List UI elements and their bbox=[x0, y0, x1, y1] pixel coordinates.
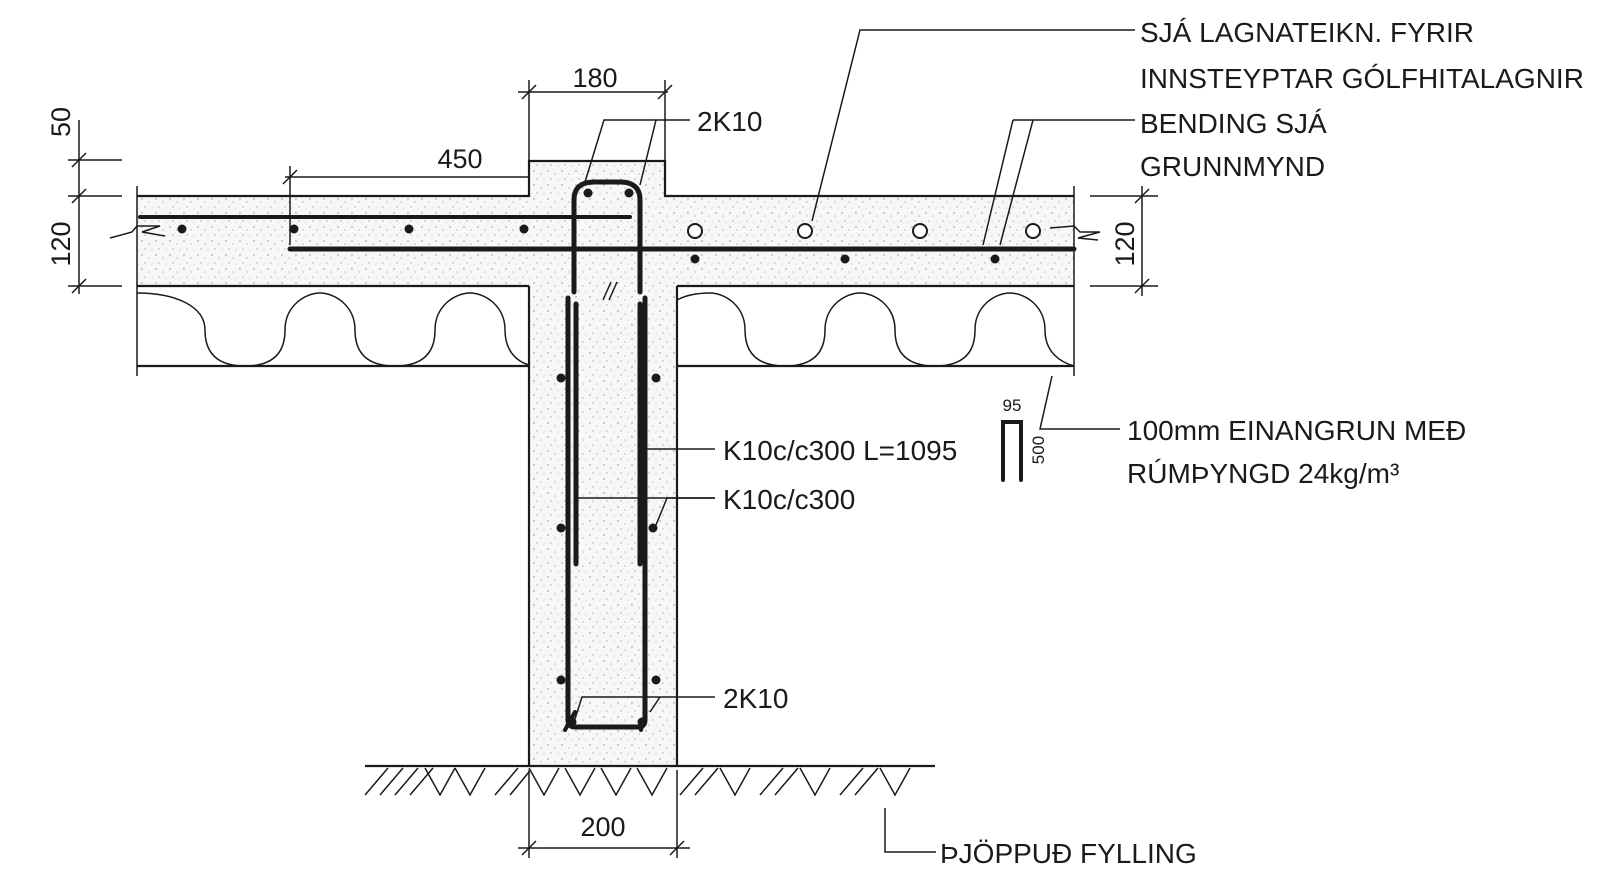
heating-pipe bbox=[797, 223, 813, 239]
ground-line bbox=[364, 764, 935, 797]
stirrup-shape-symbol: 95 500 bbox=[1001, 396, 1048, 482]
dim-slab-offset: 450 bbox=[437, 144, 482, 174]
stirrup-width-label: 95 bbox=[1003, 396, 1022, 415]
dim-beam-width: 180 bbox=[572, 63, 617, 93]
insulation-layer bbox=[136, 292, 1075, 368]
heating-note-line2: INNSTEYPTAR GÓLFHITALAGNIR bbox=[1140, 63, 1584, 94]
heating-pipe bbox=[687, 223, 703, 239]
reinforcement bbox=[138, 179, 1077, 732]
heating-pipe bbox=[1025, 223, 1041, 239]
dimension-lines bbox=[68, 80, 1158, 858]
beam-upstand bbox=[529, 161, 665, 197]
reinforcement-note-line2: GRUNNMYND bbox=[1140, 151, 1325, 182]
top-bars-label: 2K10 bbox=[697, 106, 762, 137]
stirrup-height-label: 500 bbox=[1029, 436, 1048, 464]
break-lines bbox=[109, 186, 1101, 376]
dim-slab-left: 120 bbox=[46, 221, 76, 266]
floor-slab bbox=[137, 196, 1074, 286]
fill-note: ÞJÖPPUÐ FYLLING bbox=[940, 838, 1197, 869]
insulation-note-line2: RÚMÞYNGD 24kg/m³ bbox=[1127, 458, 1399, 489]
stirrup-bars-label: K10c/c300 L=1095 bbox=[723, 435, 957, 466]
heating-note-line1: SJÁ LAGNATEIKN. FYRIR bbox=[1140, 17, 1474, 48]
dim-slab-right: 120 bbox=[1110, 221, 1140, 266]
reinforcement-note-line1: BENDING SJÁ bbox=[1140, 108, 1327, 139]
insulation-note-line1: 100mm EINANGRUN MEÐ bbox=[1127, 415, 1466, 446]
wall-bars-label: K10c/c300 bbox=[723, 484, 855, 515]
hairpin-bar bbox=[571, 179, 643, 295]
dim-wall-width: 200 bbox=[580, 812, 625, 842]
dim-upstand: 50 bbox=[46, 107, 76, 137]
heating-pipe bbox=[912, 223, 928, 239]
bottom-bars-label: 2K10 bbox=[723, 683, 788, 714]
leader-lines bbox=[573, 29, 1135, 853]
